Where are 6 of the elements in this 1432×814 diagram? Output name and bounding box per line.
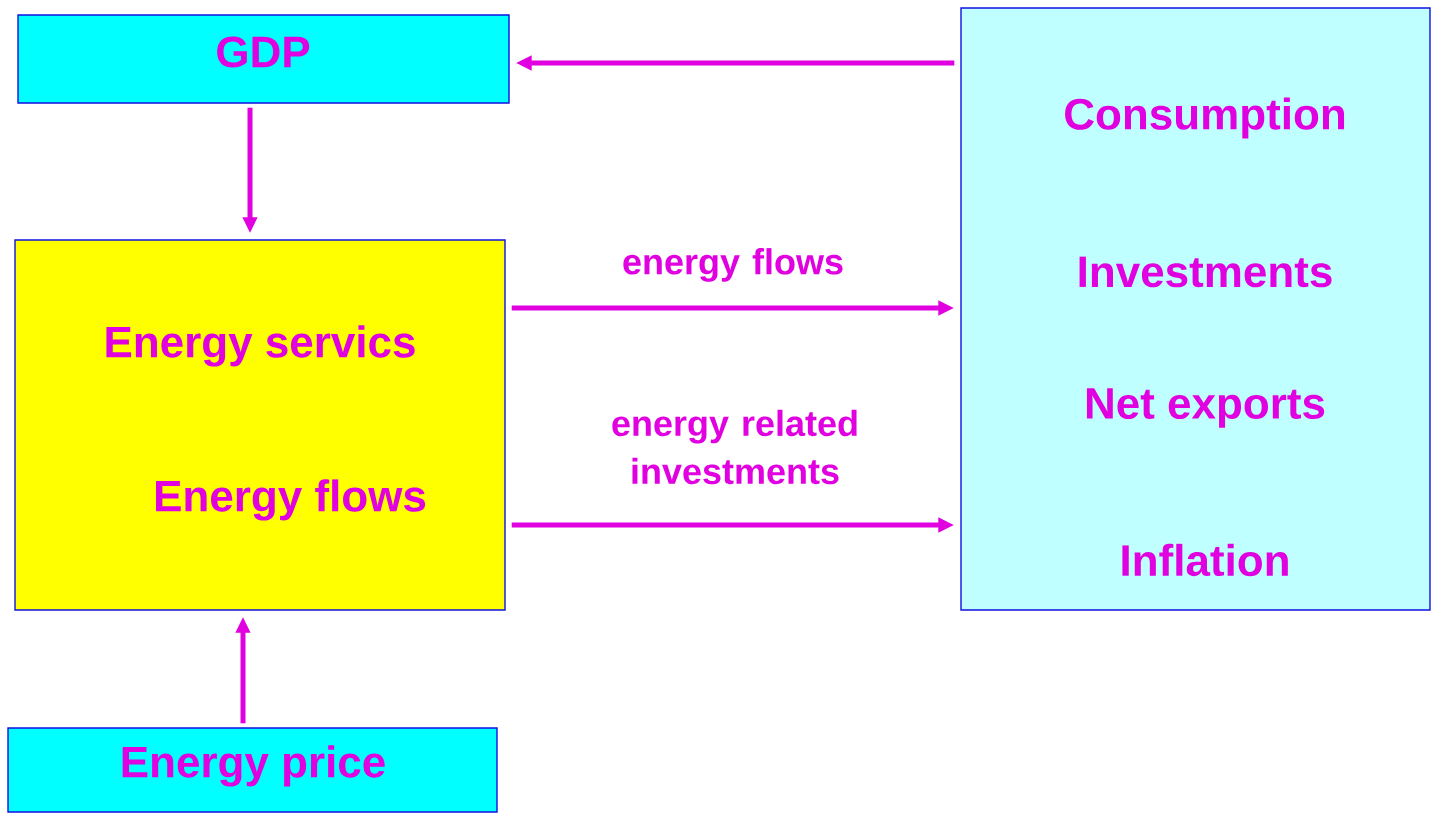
process-box: Energy price	[7, 727, 498, 813]
process-box: Energy servics Energy flows	[14, 239, 506, 611]
edge-label: energy flows	[623, 248, 843, 282]
process-box: GDP	[17, 14, 510, 104]
process-box: Consumption Investments Net exports Inflation	[960, 7, 1431, 611]
edge-label: energy related investments	[612, 409, 857, 485]
